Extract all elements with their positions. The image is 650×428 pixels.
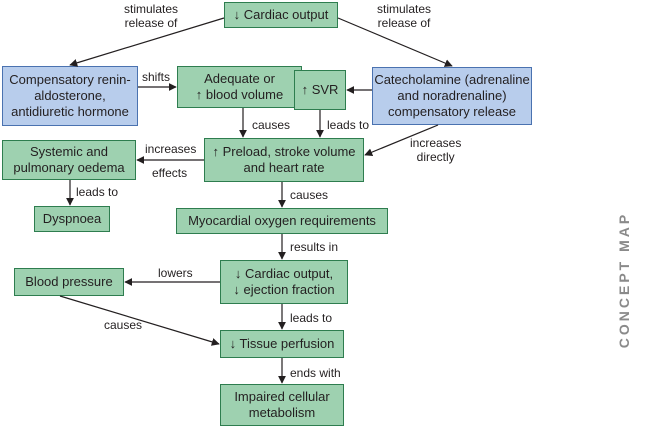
edge-label-stimulates-left: stimulates release of — [124, 2, 179, 30]
edge-label-effects: effects — [152, 166, 188, 180]
node-tissue-perfusion: ↓ Tissue perfusion — [220, 330, 344, 358]
edge-catecholamine-to-preload — [364, 124, 439, 156]
edge-label-increases: increases — [145, 142, 197, 156]
node-preload: ↑ Preload, stroke volume and heart rate — [204, 138, 364, 182]
edge-label-increases-directly: increases directly — [410, 136, 462, 164]
node-dyspnoea: Dyspnoea — [34, 206, 110, 232]
node-blood-pressure: Blood pressure — [14, 268, 124, 296]
edge-label-results-in: results in — [290, 240, 339, 254]
edge-co-to-renin — [69, 17, 225, 67]
node-cardiac-output-ejection: ↓ Cardiac output, ↓ ejection fraction — [220, 260, 348, 304]
node-svr: ↑ SVR — [294, 70, 346, 110]
edge-label-lowers: lowers — [158, 266, 193, 280]
edge-label-leads-to-2: leads to — [76, 185, 119, 199]
edge-bp-to-tissue — [59, 295, 220, 346]
node-cardiac-output: ↓ Cardiac output — [224, 2, 338, 28]
edge-label-leads-to-3: leads to — [290, 311, 333, 325]
concept-map-side-label: CONCEPT MAP — [600, 200, 648, 360]
node-blood-volume: Adequate or ↑ blood volume — [177, 66, 302, 108]
node-oxygen-requirements: Myocardial oxygen requirements — [176, 208, 388, 234]
concept-map-text: CONCEPT MAP — [616, 211, 633, 349]
node-impaired-metabolism: Impaired cellular metabolism — [220, 384, 344, 426]
edge-label-shifts: shifts — [142, 70, 171, 84]
edge-label-ends-with: ends with — [290, 366, 341, 380]
edge-label-stimulates-right: stimulates release of — [377, 2, 432, 30]
edge-label-leads-to-1: leads to — [327, 118, 370, 132]
node-oedema: Systemic and pulmonary oedema — [2, 140, 136, 180]
node-catecholamine: Catecholamine (adrenaline and noradrenal… — [372, 67, 532, 125]
edge-co-to-catecholamine — [337, 17, 453, 67]
edge-label-causes-1: causes — [252, 118, 291, 132]
edge-label-causes-3: causes — [104, 318, 143, 332]
edge-label-causes-2: causes — [290, 188, 329, 202]
